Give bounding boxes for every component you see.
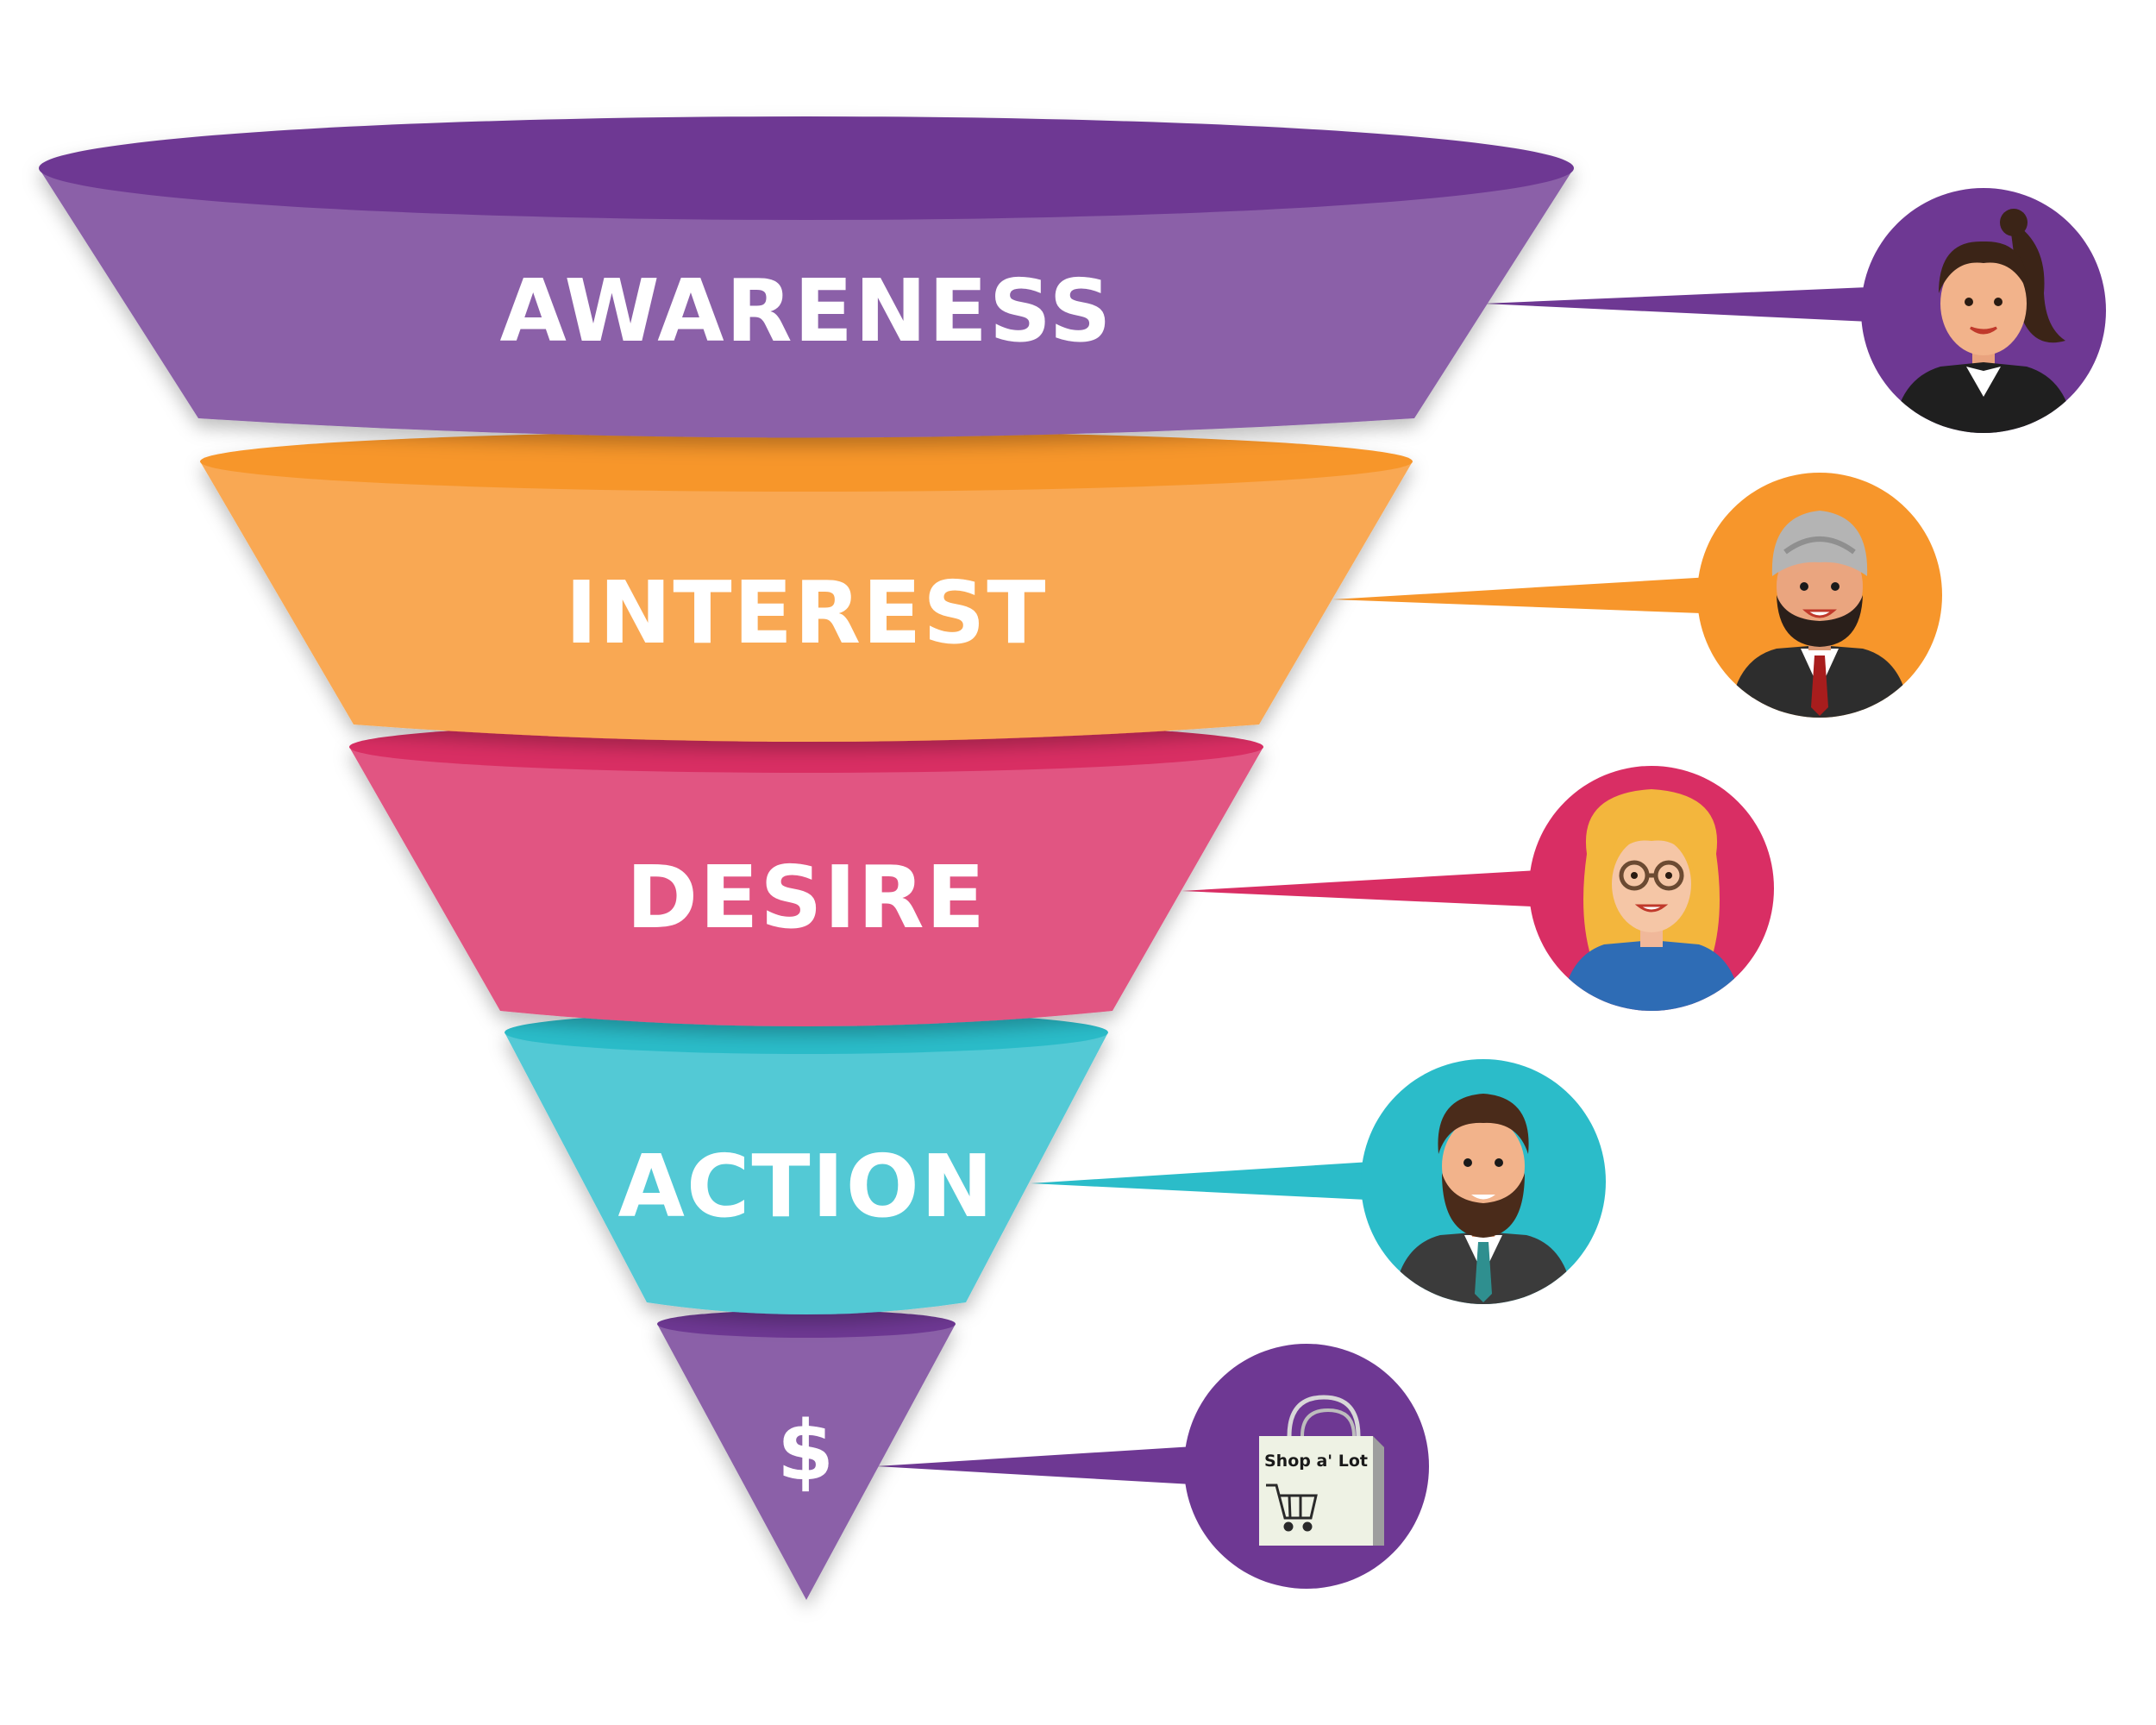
stage-label-awareness: AWARENESS (500, 260, 1113, 361)
connector-desire (1181, 869, 1552, 907)
stage-label-desire: DESIRE (626, 847, 987, 948)
funnel-stage-interest (200, 431, 1413, 742)
bearded-man-avatar-icon (1361, 1059, 1606, 1304)
funnel-stage-dollar (657, 1310, 956, 1600)
connector-action (1031, 1161, 1384, 1201)
stage-label-action: ACTION (618, 1136, 995, 1237)
turban-man-avatar-icon (1697, 473, 1942, 718)
woman-avatar-icon (1861, 188, 2106, 433)
blonde-woman-avatar-icon (1529, 766, 1774, 1011)
shopping-bag-label: Shop a' Lot (1264, 1452, 1368, 1471)
connector-interest (1332, 576, 1725, 614)
funnel-stage-awareness (39, 116, 1574, 438)
shopping-cart-icon (1266, 1484, 1318, 1532)
connector-awareness (1483, 286, 1889, 323)
stage-label-dollar: $ (777, 1404, 836, 1499)
shopping-bag-icon: Shop a' Lot (1184, 1344, 1429, 1589)
connector-dollar (875, 1446, 1207, 1485)
stage-label-interest: INTEREST (566, 562, 1048, 663)
